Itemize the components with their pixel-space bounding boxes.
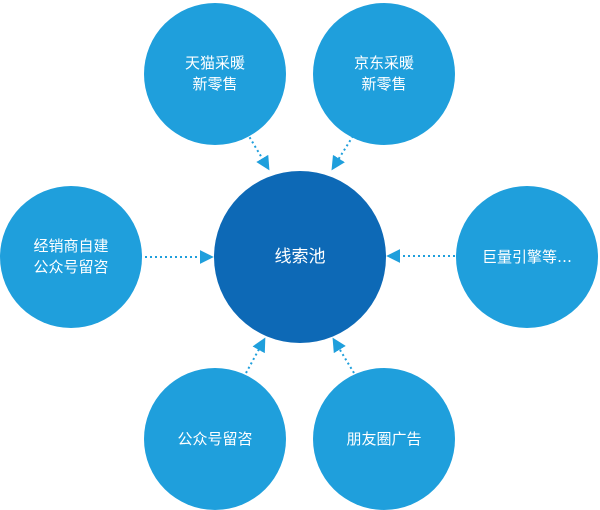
arrow-tmall bbox=[246, 132, 270, 171]
node-tmall-line-1: 天猫采暖 bbox=[184, 54, 245, 72]
node-tmall: 天猫采暖 新零售 bbox=[144, 3, 286, 145]
node-juliang-line-1: 巨量引擎等… bbox=[481, 247, 572, 266]
node-tmall-line-2: 新零售 bbox=[192, 75, 238, 93]
node-moments: 朋友圈广告 bbox=[313, 368, 455, 510]
node-dealer: 经销商自建 公众号留咨 bbox=[0, 186, 142, 328]
node-juliang: 巨量引擎等… bbox=[456, 186, 598, 328]
node-official: 公众号留咨 bbox=[144, 368, 286, 510]
node-moments-line-1: 朋友圈广告 bbox=[346, 429, 422, 448]
node-lead-pool: 线索池 bbox=[214, 171, 386, 343]
node-dealer-line-1: 经销商自建 bbox=[33, 237, 109, 255]
node-lead-pool-label: 线索池 bbox=[274, 246, 326, 267]
arrow-jd bbox=[331, 135, 354, 171]
node-jd-line-1: 京东采暖 bbox=[353, 54, 414, 72]
node-dealer-line-2: 公众号留咨 bbox=[33, 258, 109, 276]
arrow-moments bbox=[332, 337, 355, 374]
node-official-line-1: 公众号留咨 bbox=[177, 429, 253, 448]
node-jd-line-2: 新零售 bbox=[361, 75, 407, 93]
node-jd: 京东采暖 新零售 bbox=[313, 3, 455, 145]
arrow-official bbox=[245, 337, 266, 374]
